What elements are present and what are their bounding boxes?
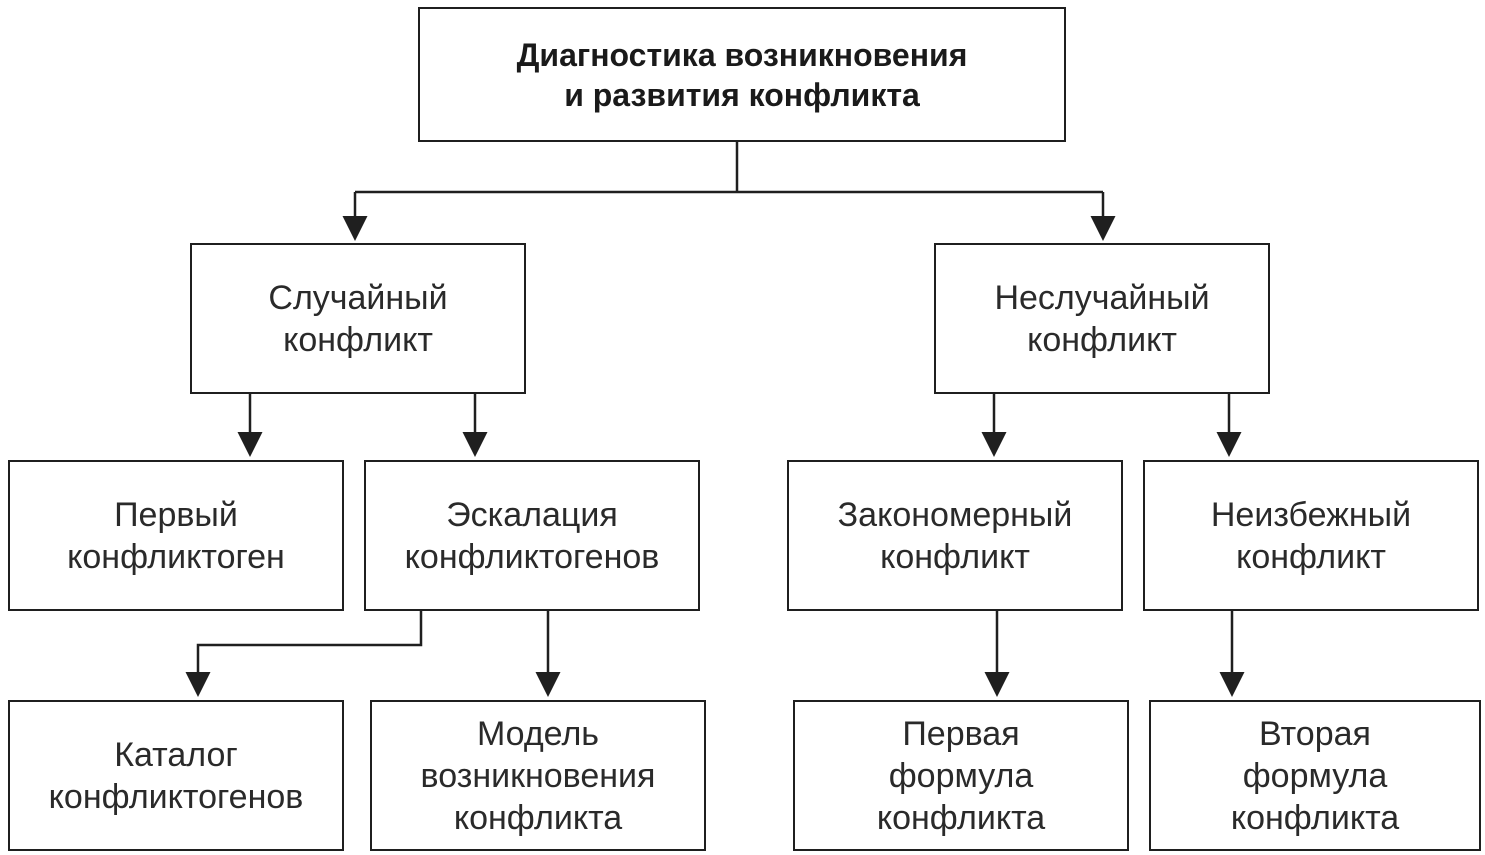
node-formula-2-line-1: Вторая (1259, 714, 1371, 753)
node-regular-conflict-line-2: конфликт (880, 537, 1030, 576)
node-inevitable-conflict-line-1: Неизбежный (1210, 495, 1412, 534)
node-random-conflict-line-1: Случайный (268, 278, 448, 317)
node-catalog-line-1: Каталог (114, 735, 238, 774)
node-nonrandom-conflict-line-1: Неслучайный (994, 278, 1210, 317)
node-regular-conflict-line-1: Закономерный (837, 495, 1073, 534)
node-catalog: Каталог конфликтогенов (8, 700, 344, 851)
node-diagnostics-line-2: и развития конфликта (564, 76, 920, 113)
node-escalation-line-1: Эскалация (446, 495, 618, 534)
node-diagnostics-line-1: Диагностика возникновения (516, 36, 968, 73)
node-escalation-line-2: конфликтогенов (404, 537, 660, 576)
node-model: Модель возникновения конфликта (370, 700, 706, 851)
node-formula-1: Первая формула конфликта (793, 700, 1129, 851)
node-formula-2-line-3: конфликта (1230, 798, 1400, 837)
node-formula-1-line-1: Первая (902, 714, 1020, 753)
node-regular-conflict: Закономерный конфликт (787, 460, 1123, 611)
node-nonrandom-conflict-line-2: конфликт (1027, 320, 1177, 359)
node-first-conflictogen: Первый конфликтоген (8, 460, 344, 611)
node-random-conflict-line-2: конфликт (283, 320, 433, 359)
arrow-to-catalog (185, 611, 423, 697)
node-model-line-2: возникновения (420, 756, 656, 795)
node-formula-2: Вторая формула конфликта (1149, 700, 1481, 851)
node-model-line-3: конфликта (453, 798, 623, 837)
node-formula-1-line-3: конфликта (876, 798, 1046, 837)
node-first-conflictogen-line-2: конфликтоген (67, 537, 285, 576)
node-diagnostics: Диагностика возникновения и развития кон… (418, 7, 1066, 142)
node-nonrandom-conflict: Неслучайный конфликт (934, 243, 1270, 394)
node-inevitable-conflict: Неизбежный конфликт (1143, 460, 1479, 611)
node-formula-1-line-2: формула (888, 756, 1034, 795)
node-random-conflict: Случайный конфликт (190, 243, 526, 394)
node-formula-2-line-2: формула (1242, 756, 1388, 795)
node-escalation: Эскалация конфликтогенов (364, 460, 700, 611)
node-catalog-line-2: конфликтогенов (48, 777, 304, 816)
node-model-line-1: Модель (476, 714, 600, 753)
node-inevitable-conflict-line-2: конфликт (1236, 537, 1386, 576)
node-first-conflictogen-line-1: Первый (114, 495, 238, 534)
